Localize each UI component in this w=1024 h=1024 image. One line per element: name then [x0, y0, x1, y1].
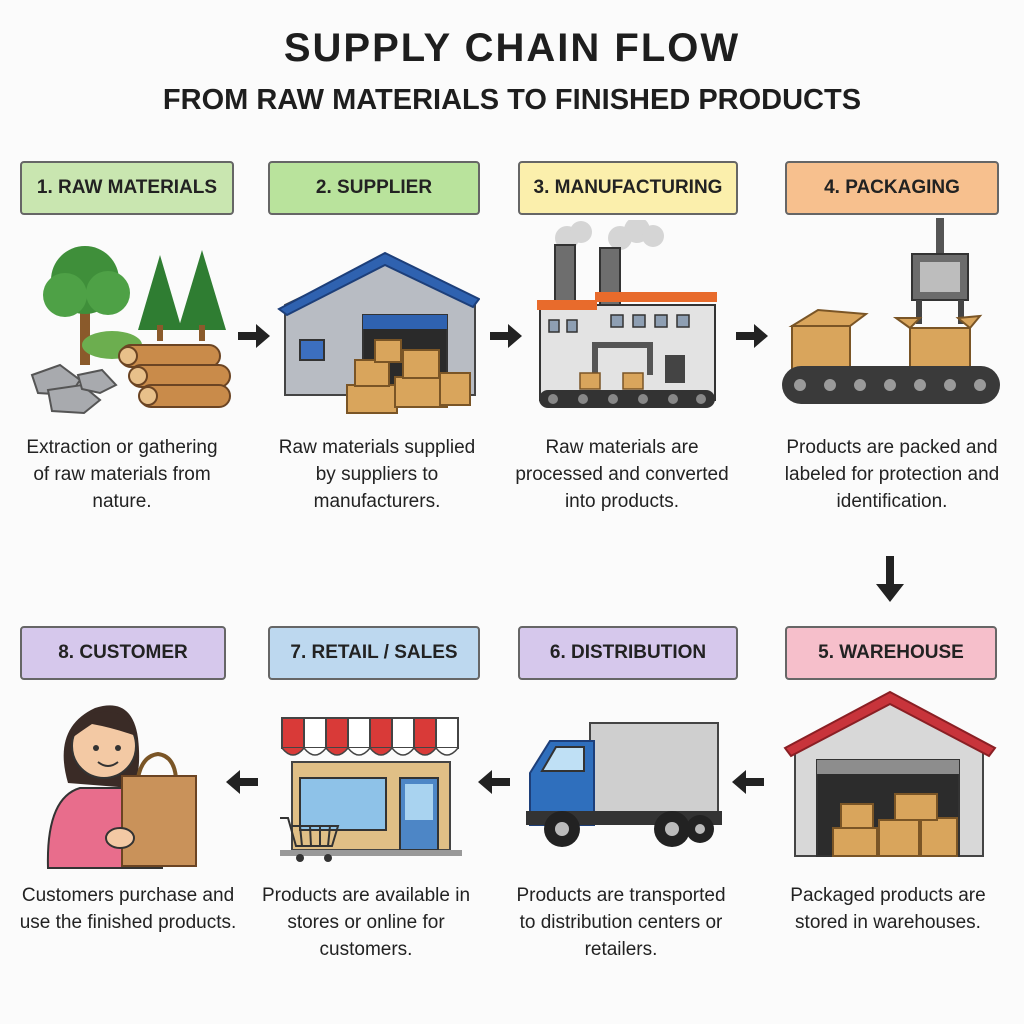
- retail-store-icon: [280, 717, 462, 862]
- packaging-conveyor-icon: [782, 218, 1000, 404]
- step-label-manufacturing: 3. MANUFACTURING: [518, 161, 738, 215]
- factory-icon: [537, 220, 717, 408]
- step-label-retail-sales: 7. RETAIL / SALES: [268, 626, 480, 680]
- arrow-right-icon: [490, 324, 522, 348]
- trees-logs-rocks-icon: [30, 246, 231, 415]
- step-label-distribution: 6. DISTRIBUTION: [518, 626, 738, 680]
- arrow-left-icon: [732, 770, 764, 794]
- warehouse-icon: [783, 690, 997, 857]
- diagram-title: SUPPLY CHAIN FLOW: [283, 26, 741, 70]
- step-description-manufacturing: Raw materials are processed and converte…: [515, 437, 729, 512]
- step-description-retail-sales: Products are available in stores or onli…: [261, 885, 471, 960]
- customer-shopping-bag-icon: [46, 705, 197, 869]
- step-label-packaging: 4. PACKAGING: [785, 161, 999, 215]
- step-description-raw-materials: Extraction or gathering of raw materials…: [26, 437, 218, 512]
- step-description-distribution: Products are transported to distribution…: [516, 885, 726, 960]
- arrow-left-icon: [226, 770, 258, 794]
- step-description-supplier: Raw materials supplied by suppliers to m…: [278, 437, 476, 512]
- step-label-raw-materials: 1. RAW MATERIALS: [20, 161, 234, 215]
- step-description-customer: Customers purchase and use the finished …: [19, 885, 237, 933]
- step-label-customer: 8. CUSTOMER: [20, 626, 226, 680]
- arrow-left-icon: [478, 770, 510, 794]
- diagram-subtitle: FROM RAW MATERIALS TO FINISHED PRODUCTS: [162, 84, 862, 116]
- arrow-right-icon: [238, 324, 270, 348]
- arrow-right-icon: [736, 324, 768, 348]
- delivery-truck-icon: [526, 722, 722, 847]
- step-description-warehouse: Packaged products are stored in warehous…: [790, 885, 986, 933]
- step-label-supplier: 2. SUPPLIER: [268, 161, 480, 215]
- arrow-down-icon: [876, 556, 904, 602]
- step-description-packaging: Products are packed and labeled for prot…: [784, 437, 1000, 512]
- step-label-warehouse: 5. WAREHOUSE: [785, 626, 997, 680]
- supplier-warehouse-icon: [277, 251, 480, 414]
